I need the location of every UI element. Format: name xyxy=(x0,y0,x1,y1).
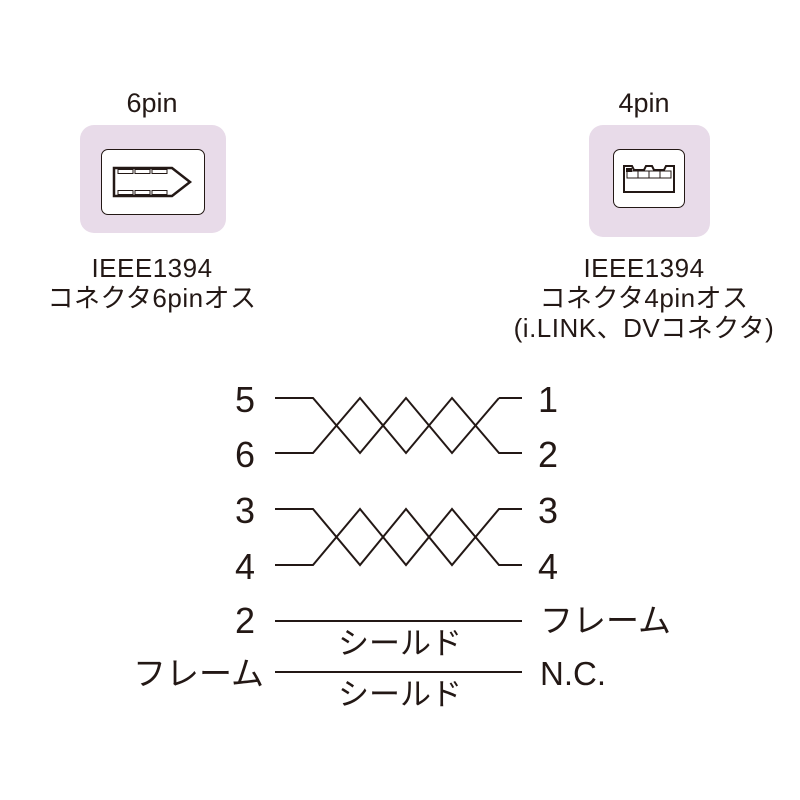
left-pin-3: 3 xyxy=(235,490,256,531)
left-connector-caption-line1: IEEE1394 xyxy=(91,253,213,283)
right-pin-1: 1 xyxy=(538,379,559,420)
right-connector-title: 4pin xyxy=(618,88,670,118)
right-connector-caption-line2: コネクタ4pinオス xyxy=(539,283,749,313)
left-connector-caption-line2: コネクタ6pinオス xyxy=(47,283,257,313)
shield-label-1: シールド xyxy=(338,626,462,661)
twisted-pair-2 xyxy=(275,507,522,567)
right-pin-4: 4 xyxy=(538,546,559,587)
ieee1394-6pin-connector-icon xyxy=(101,149,205,215)
left-pin-2: 2 xyxy=(235,600,256,641)
left-pin-4: 4 xyxy=(235,546,256,587)
right-frame-label: フレーム xyxy=(540,602,672,639)
right-connector-caption-line3: (i.LINK、DVコネクタ) xyxy=(513,313,775,343)
left-pin-6: 6 xyxy=(235,434,256,475)
left-connector-box xyxy=(80,125,226,233)
ieee1394-4pin-connector-icon xyxy=(613,149,685,208)
right-pin-3: 3 xyxy=(538,490,559,531)
shield-label-2: シールド xyxy=(338,677,462,712)
right-pin-2: 2 xyxy=(538,434,559,475)
right-connector-box xyxy=(589,125,710,237)
left-pin-5: 5 xyxy=(235,379,256,420)
left-frame-label: フレーム xyxy=(133,655,265,692)
twisted-pair-1 xyxy=(275,396,522,455)
right-nc-label: N.C. xyxy=(540,655,606,692)
left-connector-title: 6pin xyxy=(126,88,178,118)
right-connector-caption-line1: IEEE1394 xyxy=(583,253,705,283)
